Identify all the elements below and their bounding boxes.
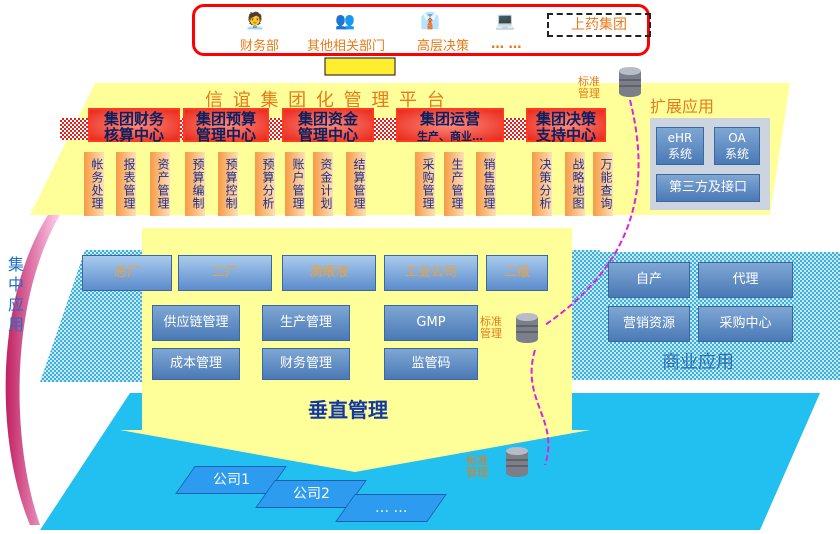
commercial-item-2[interactable]: 营销资源	[608, 306, 690, 342]
function-column[interactable]: 结算管理	[346, 152, 366, 216]
company-more[interactable]: … …	[335, 494, 447, 522]
function-column[interactable]: 帐务处理	[84, 152, 104, 216]
central-app-arc	[5, 215, 61, 525]
center-title: 集团运营	[419, 110, 480, 128]
database-icon	[618, 66, 641, 97]
center-title: 集团预算	[195, 110, 256, 128]
center-title: 集团决策	[535, 110, 596, 128]
function-column[interactable]: 预算编制	[185, 152, 205, 216]
function-column[interactable]: 账户管理	[285, 152, 305, 216]
function-column[interactable]: 战略地图	[565, 152, 585, 216]
module-5[interactable]: 监管码	[384, 348, 478, 380]
factory-2[interactable]: 滴眼液	[282, 255, 376, 291]
executive-icon: 👔	[420, 11, 440, 30]
function-column[interactable]: 采购管理	[415, 152, 435, 216]
company-label: … …	[374, 500, 408, 516]
oa-system[interactable]: OA 系统	[714, 127, 760, 165]
function-column[interactable]: 资产管理	[150, 152, 170, 216]
module-2[interactable]: GMP	[384, 305, 478, 341]
center-subtitle: 管理中心	[297, 126, 358, 144]
stakeholder-finance: 财务部	[240, 39, 280, 54]
center-4[interactable]: 集团运营生产、商业…	[396, 108, 504, 143]
standard-management-label: 标准管理	[578, 75, 600, 100]
central-app-label: 集中应用	[8, 255, 25, 334]
commercial-title: 商业应用	[662, 352, 734, 373]
function-column[interactable]: 销售管理	[476, 152, 496, 216]
function-column[interactable]: 万能查询	[593, 152, 613, 216]
extension-title: 扩展应用	[650, 97, 715, 116]
center-subtitle: 核算中心	[103, 126, 164, 144]
stakeholder-more: … …	[491, 37, 522, 52]
group-label: 上药集团	[547, 13, 651, 37]
commercial-item-0[interactable]: 自产	[608, 262, 690, 298]
standard-link	[530, 99, 640, 466]
module-4[interactable]: 财务管理	[262, 348, 350, 380]
module-0[interactable]: 供应链管理	[152, 305, 240, 341]
center-5[interactable]: 集团决策支持中心	[526, 108, 606, 144]
database-icon	[515, 312, 538, 343]
stakeholder-other: 其他相关部门	[307, 39, 386, 54]
function-column[interactable]: 预算分析	[255, 152, 275, 216]
function-column[interactable]: 决策分析	[532, 152, 552, 216]
function-column[interactable]: 生产管理	[444, 152, 464, 216]
factory-4[interactable]: 二级	[486, 255, 548, 291]
factory-3[interactable]: 工业公司	[384, 255, 478, 291]
standard-management-label: 标准管理	[466, 454, 488, 479]
group-people-icon: 👥	[335, 11, 355, 30]
company-label: 公司1	[212, 472, 250, 488]
module-3[interactable]: 成本管理	[152, 348, 240, 380]
center-title: 集团财务	[103, 110, 164, 128]
extension-box: eHR 系统 OA 系统 第三方及接口	[650, 118, 770, 210]
center-2[interactable]: 集团预算管理中心	[183, 108, 269, 144]
function-column[interactable]: 报表管理	[116, 152, 136, 216]
center-subtitle: 支持中心	[535, 126, 596, 144]
stakeholders-box: 🧑‍💼 财务部 👥 其他相关部门 👔 高层决策 💻 … … 上药集团	[192, 4, 651, 56]
ehr-system[interactable]: eHR 系统	[656, 127, 704, 165]
center-3[interactable]: 集团资金管理中心	[282, 108, 374, 144]
standard-management-label: 标准管理	[480, 315, 502, 340]
commercial-item-1[interactable]: 代理	[698, 262, 793, 298]
company-label: 公司2	[292, 486, 330, 502]
stakeholder-executive: 高层决策	[417, 39, 470, 54]
function-column[interactable]: 预算控制	[218, 152, 238, 216]
center-subtitle: 管理中心	[195, 126, 256, 144]
module-1[interactable]: 生产管理	[262, 305, 350, 341]
vertical-management-label: 垂直管理	[308, 398, 388, 422]
center-1[interactable]: 集团财务核算中心	[88, 108, 180, 144]
down-arrow-top	[324, 57, 396, 76]
center-title: 集团资金	[297, 110, 358, 128]
computer-user-icon: 💻	[495, 11, 515, 30]
factory-1[interactable]: 二厂	[178, 255, 272, 291]
commercial-item-3[interactable]: 采购中心	[698, 306, 793, 342]
database-icon	[505, 446, 528, 477]
finance-person-icon: 🧑‍💼	[245, 11, 265, 30]
factory-0[interactable]: 总厂	[82, 255, 172, 291]
function-column[interactable]: 资金计划	[313, 152, 333, 216]
platform-title: 信 谊 集 团 化 管 理 平 台	[205, 90, 447, 111]
third-party-interface[interactable]: 第三方及接口	[656, 174, 760, 202]
center-subtitle: 生产、商业…	[417, 130, 483, 143]
